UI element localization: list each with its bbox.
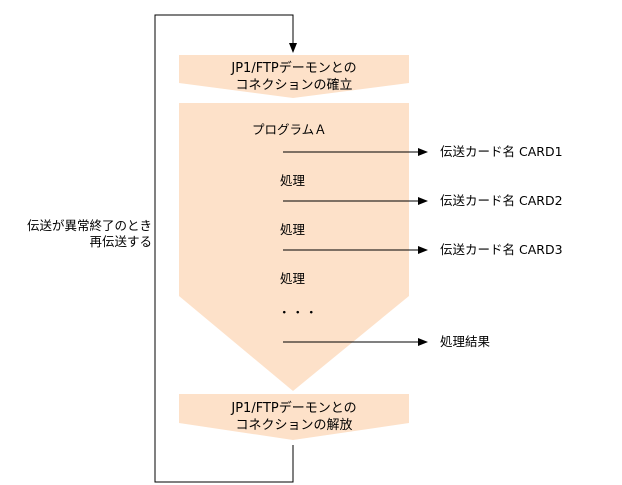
output-result: 処理結果 bbox=[440, 334, 491, 349]
release-box bbox=[179, 394, 409, 440]
output-card1: 伝送カード名 CARD1 bbox=[440, 144, 563, 159]
output-card2: 伝送カード名 CARD2 bbox=[440, 193, 563, 208]
program-title: プログラムＡ bbox=[252, 122, 327, 137]
step-label-3: 処理 bbox=[280, 222, 306, 237]
release-box-line1: JP1/FTPデーモンとの bbox=[231, 401, 357, 416]
step-label-2: 処理 bbox=[280, 173, 306, 188]
retry-note-line1: 伝送が異常終了のとき bbox=[26, 218, 152, 233]
connect-box bbox=[179, 55, 409, 98]
program-shape bbox=[179, 103, 409, 391]
release-box-line2: コネクションの解放 bbox=[235, 418, 353, 433]
retry-note-line2: 再伝送する bbox=[89, 234, 152, 249]
retry-note: 伝送が異常終了のとき 再伝送する bbox=[4, 218, 152, 250]
connect-box-line1: JP1/FTPデーモンとの bbox=[231, 61, 357, 76]
connect-box-line2: コネクションの確立 bbox=[235, 78, 353, 93]
connect-box-text: JP1/FTPデーモンとの コネクションの確立 bbox=[179, 60, 409, 94]
ellipsis: ・・・ bbox=[278, 305, 319, 320]
retry-loop-line bbox=[154, 14, 297, 483]
output-card3: 伝送カード名 CARD3 bbox=[440, 242, 563, 257]
release-box-text: JP1/FTPデーモンとの コネクションの解放 bbox=[179, 400, 409, 434]
step-label-4: 処理 bbox=[280, 271, 306, 286]
